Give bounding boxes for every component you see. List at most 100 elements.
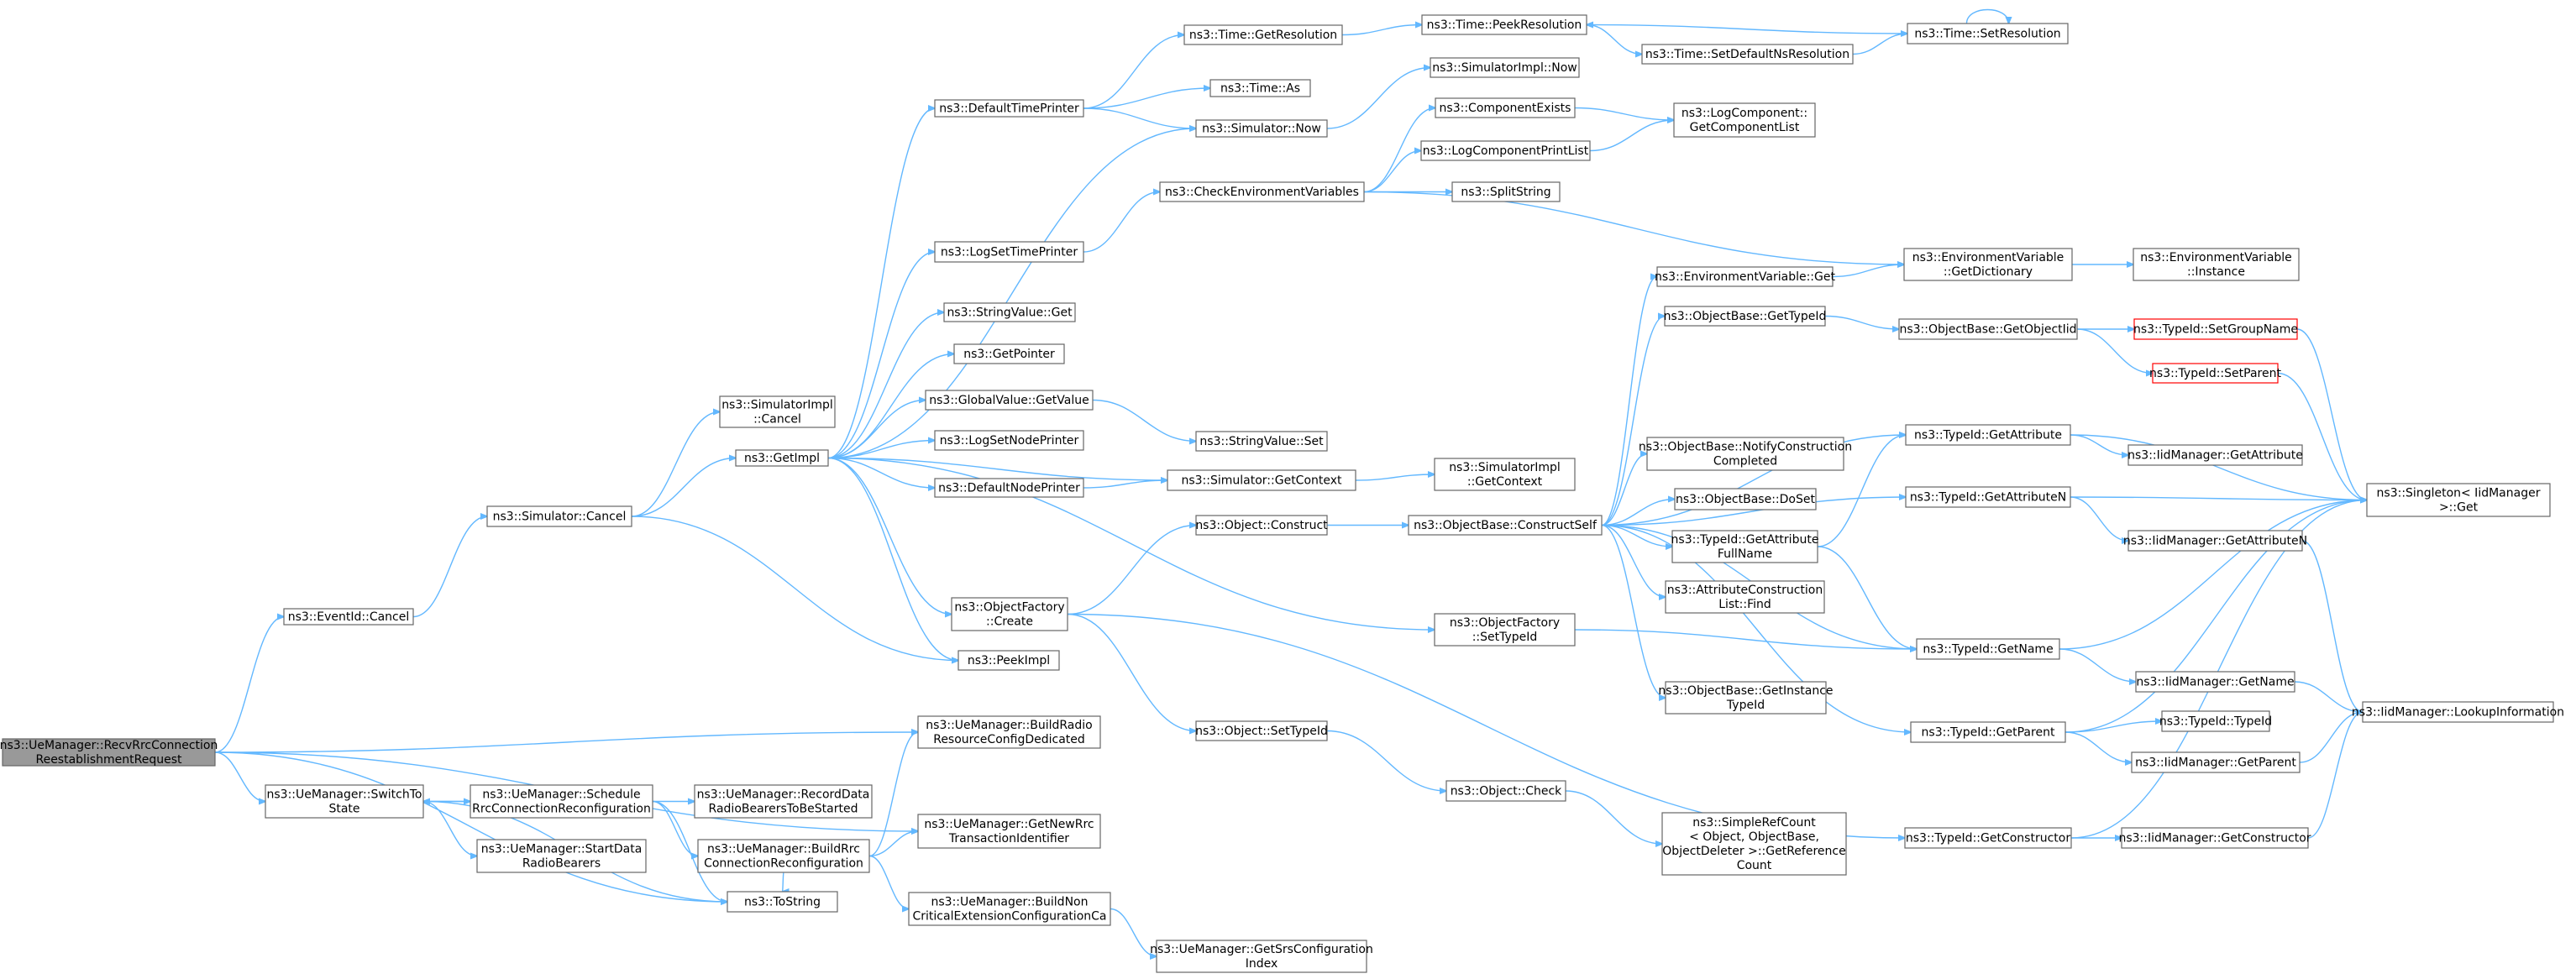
node-box xyxy=(1905,486,2071,508)
node-ns3-typeid-typeid[interactable]: ns3::TypeId::TypeId xyxy=(2159,710,2272,732)
node-ns3-simulator-now[interactable]: ns3::Simulator::Now xyxy=(1195,119,1328,138)
node-ns3-uemanager-getnewrrc-transactionidentifier[interactable]: ns3::UeManager::GetNewRrcTransactionIden… xyxy=(917,814,1101,849)
node-ns3-peekimpl[interactable]: ns3::PeekImpl xyxy=(957,650,1060,671)
edge-n57-to-n53 xyxy=(2299,712,2363,763)
node-ns3-simulatorimpl-now[interactable]: ns3::SimulatorImpl::Now xyxy=(1430,57,1580,78)
node-box xyxy=(1209,79,1311,97)
node-ns3-iidmanager-lookupinformation[interactable]: ns3::IidManager::LookupInformation xyxy=(2352,701,2564,723)
node-label: ns3::Object::SetTypeId xyxy=(1195,725,1328,738)
node-ns3-environmentvariable-getdictionary[interactable]: ns3::EnvironmentVariable::GetDictionary xyxy=(1903,248,2073,281)
node-label: ::Cancel xyxy=(753,413,801,427)
edge-n11-to-n12 xyxy=(1326,68,1430,129)
node-ns3-environmentvariable-get[interactable]: ns3::EnvironmentVariable::Get xyxy=(1655,266,1835,287)
node-ns3-stringvalue-set[interactable]: ns3::StringValue::Set xyxy=(1195,431,1328,452)
node-ns3-iidmanager-getattribute[interactable]: ns3::IidManager::GetAttribute xyxy=(2127,444,2303,466)
edge-n23-to-n24 xyxy=(1092,399,1196,442)
node-ns3-simulatorimpl-cancel[interactable]: ns3::SimulatorImpl::Cancel xyxy=(719,395,836,428)
node-ns3-object-settypeid[interactable]: ns3::Object::SetTypeId xyxy=(1195,720,1328,741)
node-ns3-objectbase-getobjectiid[interactable]: ns3::ObjectBase::GetObjectIid xyxy=(1898,318,2078,340)
node-box xyxy=(1430,57,1580,78)
node-ns3-typeid-getparent[interactable]: ns3::TypeId::GetParent xyxy=(1910,721,2066,743)
node-ns3-objectbase-gettypeid[interactable]: ns3::ObjectBase::GetTypeId xyxy=(1664,306,1827,327)
node-label: ns3::LogComponent:: xyxy=(1681,107,1807,120)
node-ns3-time-setresolution[interactable]: ns3::Time::SetResolution xyxy=(1907,23,2069,44)
node-ns3-iidmanager-getname[interactable]: ns3::IidManager::GetName xyxy=(2135,671,2295,693)
node-box xyxy=(953,343,1065,364)
node-label: FullName xyxy=(1718,547,1772,561)
node-ns3-typeid-setparent[interactable]: ns3::TypeId::SetParent xyxy=(2149,363,2281,384)
node-ns3-logsettimeprinter[interactable]: ns3::LogSetTimePrinter xyxy=(934,241,1084,263)
node-ns3-logcomponentprintlist[interactable]: ns3::LogComponentPrintList xyxy=(1420,140,1591,161)
node-ns3-uemanager-schedule-rrcconnectionreconfiguration[interactable]: ns3::UeManager::ScheduleRrcConnectionRec… xyxy=(470,784,653,819)
edge-n43-to-n42 xyxy=(2070,434,2367,500)
node-label: ns3::IidManager::GetParent xyxy=(2135,756,2296,770)
node-ns3-object-check[interactable]: ns3::Object::Check xyxy=(1445,780,1566,802)
edge-n5-to-n6 xyxy=(1083,35,1184,109)
node-ns3-getimpl[interactable]: ns3::GetImpl xyxy=(735,449,829,467)
node-ns3-typeid-getconstructor[interactable]: ns3::TypeId::GetConstructor xyxy=(1904,827,2072,849)
node-ns3-time-as[interactable]: ns3::Time::As xyxy=(1209,79,1311,97)
node-ns3-simulator-getcontext[interactable]: ns3::Simulator::GetContext xyxy=(1167,469,1356,491)
edge-n4-to-n30 xyxy=(827,457,958,661)
node-ns3-componentexists[interactable]: ns3::ComponentExists xyxy=(1435,97,1576,118)
node-ns3-objectbase-doset[interactable]: ns3::ObjectBase::DoSet xyxy=(1674,488,1817,510)
node-label: ns3::PeekImpl xyxy=(968,654,1050,668)
node-ns3-iidmanager-getparent[interactable]: ns3::IidManager::GetParent xyxy=(2131,751,2301,773)
node-ns3-typeid-getattribute[interactable]: ns3::TypeId::GetAttribute xyxy=(1905,424,2071,446)
node-ns3-getpointer[interactable]: ns3::GetPointer xyxy=(953,343,1065,364)
node-ns3-typeid-setgroupname[interactable]: ns3::TypeId::SetGroupName xyxy=(2133,318,2298,340)
node-ns3-simulator-cancel[interactable]: ns3::Simulator::Cancel xyxy=(486,505,632,527)
node-ns3-checkenvironmentvariables[interactable]: ns3::CheckEnvironmentVariables xyxy=(1159,181,1365,202)
node-label: ns3::SimpleRefCount xyxy=(1692,816,1816,830)
node-ns3-iidmanager-getattributen[interactable]: ns3::IidManager::GetAttributeN xyxy=(2123,530,2307,552)
node-box xyxy=(1641,44,1854,65)
node-ns3-environmentvariable-instance[interactable]: ns3::EnvironmentVariable::Instance xyxy=(2133,248,2300,281)
node-label: ReestablishmentRequest xyxy=(35,753,182,767)
node-label: ConnectionReconfiguration xyxy=(704,857,863,871)
node-ns3-eventid-cancel[interactable]: ns3::EventId::Cancel xyxy=(283,608,414,626)
node-ns3-simulatorimpl-getcontext[interactable]: ns3::SimulatorImpl::GetContext xyxy=(1434,458,1576,491)
node-ns3-uemanager-recorddata-radiobearerstobestarted[interactable]: ns3::UeManager::RecordDataRadioBearersTo… xyxy=(694,784,873,819)
node-ns3-splitstring[interactable]: ns3::SplitString xyxy=(1451,181,1561,202)
node-ns3-time-peekresolution[interactable]: ns3::Time::PeekResolution xyxy=(1421,14,1587,35)
edge-n62-to-n66 xyxy=(652,800,698,856)
node-ns3-uemanager-recvrrcconnection-reestablishmentrequest[interactable]: ns3::UeManager::RecvRrcConnectionReestab… xyxy=(0,738,218,767)
node-ns3-typeid-getattributen[interactable]: ns3::TypeId::GetAttributeN xyxy=(1905,486,2071,508)
node-ns3-objectfactory-settypeid[interactable]: ns3::ObjectFactory::SetTypeId xyxy=(1434,613,1576,647)
node-ns3-uemanager-buildnon-criticalextensionconfigurationca[interactable]: ns3::UeManager::BuildNonCriticalExtensio… xyxy=(908,892,1111,926)
node-ns3-singleton-iidmanager-get[interactable]: ns3::Singleton< IidManager>::Get xyxy=(2366,483,2551,517)
node-ns3-simplerefcount-object-objectbase-objectdeleter-getreference-count[interactable]: ns3::SimpleRefCount< Object, ObjectBase,… xyxy=(1661,812,1847,876)
node-ns3-uemanager-buildrrc-connectionreconfiguration[interactable]: ns3::UeManager::BuildRrcConnectionReconf… xyxy=(697,839,870,873)
node-ns3-globalvalue-getvalue[interactable]: ns3::GlobalValue::GetValue xyxy=(925,390,1094,411)
node-ns3-object-construct[interactable]: ns3::Object::Construct xyxy=(1195,515,1328,536)
node-ns3-objectfactory-create[interactable]: ns3::ObjectFactory::Create xyxy=(951,597,1068,631)
node-ns3-logcomponent-getcomponentlist[interactable]: ns3::LogComponent::GetComponentList xyxy=(1673,102,1816,138)
node-ns3-defaultnodeprinter[interactable]: ns3::DefaultNodePrinter xyxy=(934,478,1084,498)
node-label: ns3::UeManager::BuildRrc xyxy=(707,843,860,856)
node-ns3-time-getresolution[interactable]: ns3::Time::GetResolution xyxy=(1183,24,1343,45)
node-ns3-logsetnodeprinter[interactable]: ns3::LogSetNodePrinter xyxy=(934,430,1084,451)
node-label: ns3::TypeId::GetAttributeN xyxy=(1910,491,2066,505)
node-ns3-objectbase-notifyconstruction-completed[interactable]: ns3::ObjectBase::NotifyConstructionCompl… xyxy=(1639,437,1852,471)
node-ns3-typeid-getname[interactable]: ns3::TypeId::GetName xyxy=(1916,638,2060,660)
node-ns3-uemanager-buildradio-resourceconfigdedicated[interactable]: ns3::UeManager::BuildRadioResourceConfig… xyxy=(917,715,1101,749)
node-label: ns3::ObjectFactory xyxy=(1450,616,1560,630)
node-ns3-stringvalue-get[interactable]: ns3::StringValue::Get xyxy=(943,302,1076,322)
node-box xyxy=(1656,266,1834,287)
edge-n4-to-n13 xyxy=(827,252,935,459)
node-label: State xyxy=(328,803,359,816)
edge-n58-to-n42 xyxy=(2070,500,2367,839)
node-ns3-tostring[interactable]: ns3::ToString xyxy=(727,891,838,913)
node-ns3-defaulttimeprinter[interactable]: ns3::DefaultTimePrinter xyxy=(934,99,1084,118)
node-ns3-objectbase-constructself[interactable]: ns3::ObjectBase::ConstructSelf xyxy=(1408,515,1603,536)
node-label: ns3::ObjectBase::GetObjectIid xyxy=(1899,323,2076,337)
node-box xyxy=(1159,181,1365,202)
node-ns3-time-setdefaultnsresolution[interactable]: ns3::Time::SetDefaultNsResolution xyxy=(1641,44,1854,65)
node-ns3-iidmanager-getconstructor[interactable]: ns3::IidManager::GetConstructor xyxy=(2118,827,2311,849)
